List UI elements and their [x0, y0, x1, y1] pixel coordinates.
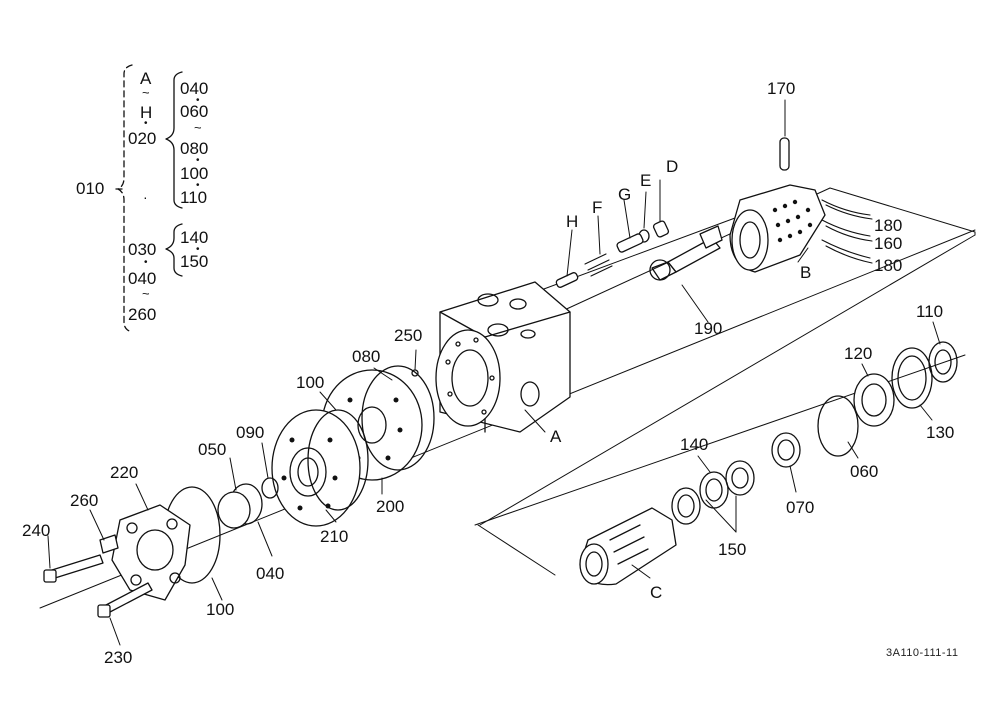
tree-tilde-g1: ~: [194, 120, 202, 135]
tree-group1-parent: 020: [128, 129, 157, 148]
tree-dot-g2: •: [196, 244, 200, 255]
tree-middle-dot: ·: [143, 189, 148, 205]
callout-240: 240: [22, 521, 51, 540]
tree-group1-child-5: 110: [180, 188, 208, 207]
tree-range-b-to: 260: [128, 305, 157, 324]
callout-160: 160: [874, 234, 903, 253]
tree-group2-parent: 030: [128, 240, 157, 259]
callout-130: 130: [926, 423, 955, 442]
callout-140: 140: [680, 435, 709, 454]
callout-090: 090: [236, 423, 265, 442]
callout-b: B: [800, 263, 812, 282]
callout-080: 080: [352, 347, 381, 366]
callout-100-upper: 100: [296, 373, 325, 392]
tree-range-a-from: A: [140, 69, 152, 88]
callout-180-upper: 180: [874, 216, 903, 235]
callout-170: 170: [767, 79, 796, 98]
callout-120: 120: [844, 344, 873, 363]
spool-sleeve: [730, 185, 825, 272]
callout-d: D: [666, 157, 679, 176]
callout-210: 210: [320, 527, 349, 546]
tree-group2-child-1: 140: [180, 228, 209, 247]
tree-dot-b: •: [144, 257, 148, 268]
tree-tilde-a: ~: [142, 85, 150, 100]
callout-250: 250: [394, 326, 423, 345]
o-ring-080: [362, 366, 434, 470]
lower-parts: [672, 342, 957, 524]
tree-root: 010: [76, 179, 105, 198]
drive-shaft: [650, 226, 722, 280]
tree-group1-child-4: 100: [180, 164, 209, 183]
callout-110: 110: [916, 302, 944, 321]
pin-170: [780, 138, 789, 170]
bushing-050: [218, 492, 250, 528]
tree-range-b-from: 040: [128, 269, 157, 288]
relief-valve-parts: [555, 220, 669, 288]
callout-050: 050: [198, 440, 227, 459]
callout-a: A: [550, 427, 562, 446]
callout-260: 260: [70, 491, 99, 510]
bolts: [44, 535, 152, 617]
callout-040: 040: [256, 564, 285, 583]
cylinder-c: [580, 508, 676, 585]
callout-100-lower: 100: [206, 600, 235, 619]
tree-dot-g1c: •: [196, 180, 200, 191]
tree-tilde-b: ~: [142, 286, 150, 301]
callout-e: E: [640, 171, 652, 190]
callout-200: 200: [376, 497, 405, 516]
centering-springs: [822, 200, 872, 263]
callout-230: 230: [104, 648, 133, 667]
tree-group1-child-2: 060: [180, 102, 209, 121]
valve-housing: [436, 282, 570, 432]
tree-dot-g1a: •: [196, 95, 200, 106]
callout-220: 220: [110, 463, 139, 482]
end-cap-220: [112, 505, 190, 600]
callout-180-lower: 180: [874, 256, 903, 275]
callout-g: G: [618, 185, 632, 204]
callout-c: C: [650, 583, 663, 602]
reference-code: 3A110-111-11: [886, 647, 959, 659]
callout-150: 150: [718, 540, 747, 559]
callout-h: H: [566, 212, 579, 231]
parts-tree-brackets: [116, 65, 182, 332]
callout-190: 190: [694, 319, 723, 338]
tree-group1-child-3: 080: [180, 139, 209, 158]
tree-group1-child-1: 040: [180, 79, 209, 98]
tree-group2-child-2: 150: [180, 252, 209, 271]
tree-range-a-to: H: [140, 103, 153, 122]
ring-090: [262, 478, 278, 498]
leader-lines: [48, 100, 940, 645]
callout-060: 060: [850, 462, 879, 481]
tree-dot-g1b: •: [196, 155, 200, 166]
callout-070: 070: [786, 498, 815, 517]
tree-dot-a: •: [144, 118, 148, 129]
o-ring-100a: [308, 410, 368, 510]
callout-f: F: [592, 198, 603, 217]
